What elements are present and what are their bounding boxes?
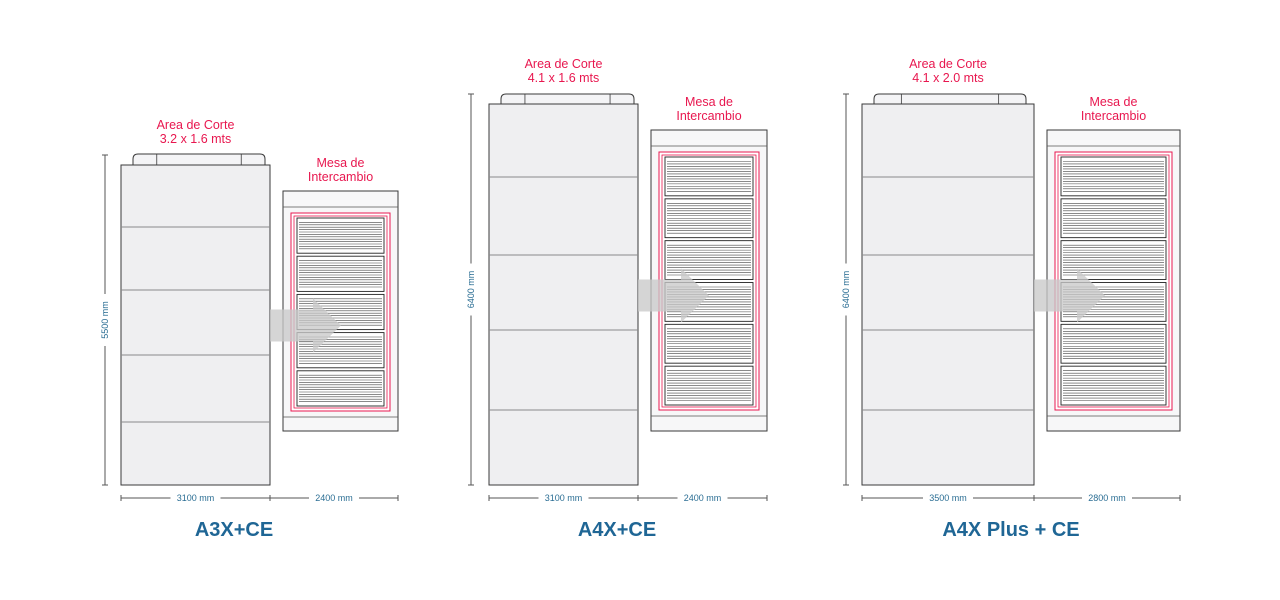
table-width-label: 2400 mm xyxy=(315,493,353,503)
cut-area-title: Area de Corte xyxy=(909,57,987,71)
cut-area-title: Area de Corte xyxy=(157,118,235,132)
exchange-table-title: Mesa de xyxy=(685,95,733,109)
cut-width-label: 3100 mm xyxy=(545,493,583,503)
slat-panel xyxy=(296,217,385,254)
cut-area-size: 3.2 x 1.6 mts xyxy=(160,132,232,146)
height-label: 6400 mm xyxy=(466,271,476,309)
height-label-bg xyxy=(840,263,852,316)
width-label-bg xyxy=(538,492,589,504)
exchange-table-subtitle: Intercambio xyxy=(1081,109,1146,123)
transfer-arrow xyxy=(638,268,709,323)
width-label-bg xyxy=(309,492,359,504)
table-width-label: 2800 mm xyxy=(1088,493,1126,503)
cut-area-title: Area de Corte xyxy=(525,57,603,71)
cut-area-size: 4.1 x 1.6 mts xyxy=(528,71,600,85)
cut-width-label: 3500 mm xyxy=(929,493,967,503)
cut-width-label: 3100 mm xyxy=(177,493,215,503)
width-label-bg xyxy=(677,492,728,504)
transfer-arrow xyxy=(270,298,341,353)
height-label: 5500 mm xyxy=(100,301,110,339)
model-name: A3X+CE xyxy=(195,519,273,541)
height-label: 6400 mm xyxy=(841,271,851,309)
transfer-arrow xyxy=(1034,268,1105,323)
model-name: A4X Plus + CE xyxy=(942,519,1079,541)
slat-panel xyxy=(296,255,385,292)
machine-body xyxy=(120,164,271,486)
width-label-bg xyxy=(1082,492,1132,504)
machine-body xyxy=(861,103,1035,486)
exchange-table-subtitle: Intercambio xyxy=(308,170,373,184)
height-label-bg xyxy=(465,263,477,316)
model-name: A4X+CE xyxy=(578,519,656,541)
exchange-table-title: Mesa de xyxy=(1090,95,1138,109)
machine-body xyxy=(488,103,639,486)
machine-top-cap xyxy=(500,93,635,104)
machine-top-cap xyxy=(873,93,1027,104)
slat-panel xyxy=(296,370,385,407)
height-label-bg xyxy=(99,294,111,346)
width-label-bg xyxy=(923,492,973,504)
cut-area-size: 4.1 x 2.0 mts xyxy=(912,71,984,85)
machine-top-cap xyxy=(132,153,266,165)
width-label-bg xyxy=(170,492,221,504)
exchange-table-subtitle: Intercambio xyxy=(676,109,741,123)
exchange-table-title: Mesa de xyxy=(317,156,365,170)
table-width-label: 2400 mm xyxy=(684,493,722,503)
